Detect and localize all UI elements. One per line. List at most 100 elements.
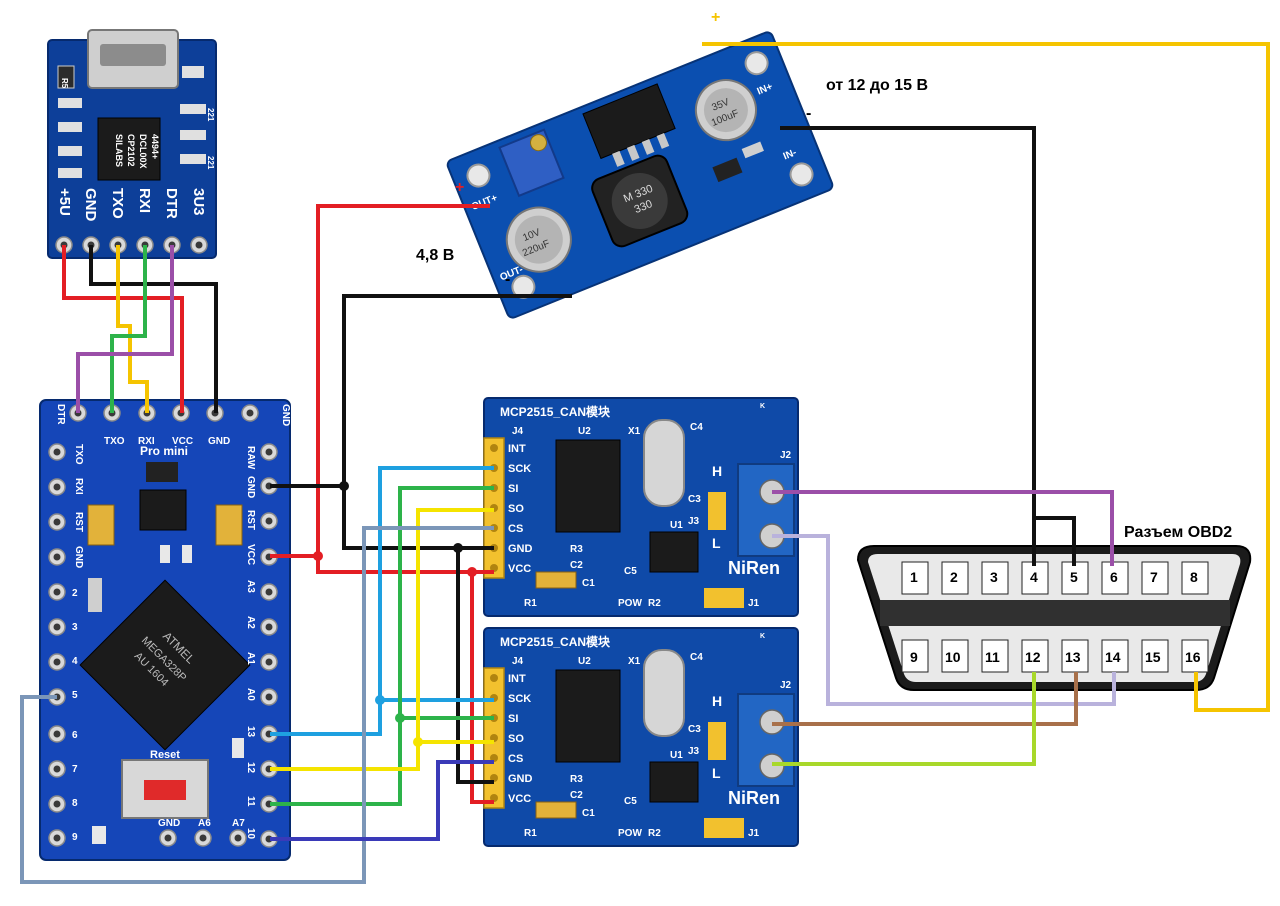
can1-k-label: K bbox=[760, 403, 765, 410]
can1-c4: C4 bbox=[690, 422, 703, 433]
obd-pin-4: 4 bbox=[1030, 569, 1038, 585]
can2-x1: X1 bbox=[628, 656, 641, 667]
obd-pin-10: 10 bbox=[945, 649, 961, 665]
can1-niren: NiRen bbox=[728, 558, 780, 578]
can2-r3: R3 bbox=[570, 774, 583, 785]
obd2-row1-pins bbox=[901, 561, 1209, 595]
right-pin-label-raw: RAW bbox=[245, 446, 256, 470]
can1-c1: C1 bbox=[582, 578, 595, 589]
reset-button[interactable] bbox=[121, 759, 209, 819]
chip-text-2: CP2102 bbox=[126, 134, 136, 167]
wire-usb-dtr bbox=[76, 245, 174, 413]
top-pin-label-gnd: GND bbox=[208, 436, 230, 447]
can2-pin-sck: SCK bbox=[508, 693, 531, 705]
wire-can2-low bbox=[772, 672, 1036, 766]
can1-c5: C5 bbox=[624, 566, 637, 577]
wires bbox=[20, 42, 1270, 884]
can1-c2: C2 bbox=[570, 560, 583, 571]
can2-niren: NiRen bbox=[728, 788, 780, 808]
right-pin-label-a1: A1 bbox=[245, 652, 256, 665]
obd-pin-16: 16 bbox=[1185, 649, 1201, 665]
can-module-1: MCP2515_CAN模块 K J4 INT SCK SI SO CS GND … bbox=[483, 397, 799, 617]
can2-crystal bbox=[643, 649, 685, 737]
can1-h: H bbox=[712, 463, 722, 479]
can1-j2: J2 bbox=[780, 450, 792, 461]
left-pin-label-8: 8 bbox=[72, 798, 78, 809]
left-pin-label-6: 6 bbox=[72, 730, 78, 741]
wire-can2-high bbox=[772, 672, 1078, 726]
bottom-label-gnd: GND bbox=[158, 818, 180, 829]
can2-j4: J4 bbox=[512, 656, 524, 667]
can1-pin-so: SO bbox=[508, 503, 524, 515]
obd-pin-15: 15 bbox=[1145, 649, 1161, 665]
wire-vcc-can2 bbox=[470, 572, 494, 804]
left-pin-label-txo: TXO bbox=[73, 444, 84, 465]
output-voltage-label: 4,8 В bbox=[416, 247, 454, 264]
wire-usb-rxi bbox=[110, 245, 147, 413]
can2-j3: J3 bbox=[688, 746, 700, 757]
wire-sck bbox=[270, 466, 494, 736]
can2-j2: J2 bbox=[780, 680, 792, 691]
wire-junctions bbox=[313, 481, 477, 747]
can-module-2: MCP2515_CAN模块 K J4 INT SCK SI SO CS GND … bbox=[483, 627, 799, 847]
can1-jumper-j1[interactable] bbox=[704, 588, 744, 608]
bottom-label-a7: A7 bbox=[232, 818, 245, 829]
can1-pin-vcc: VCC bbox=[508, 563, 531, 575]
obd-pin-6: 6 bbox=[1110, 569, 1118, 585]
can2-pin-vcc: VCC bbox=[508, 793, 531, 805]
right-pin-label-rst: RST bbox=[245, 510, 256, 530]
can1-j1: J1 bbox=[748, 598, 760, 609]
can2-r1: R1 bbox=[524, 828, 537, 839]
wire-can1-low bbox=[772, 534, 1116, 706]
chip-text-4: 4494+ bbox=[150, 134, 160, 159]
can1-pin-sck: SCK bbox=[508, 463, 531, 475]
right-pin-label-11: 11 bbox=[245, 796, 256, 807]
left-pin-label-5: 5 bbox=[72, 690, 78, 701]
chip-text-1: SILABS bbox=[114, 134, 124, 167]
top-pin-label-rxi: RXI bbox=[138, 436, 155, 447]
wire-usb-5v bbox=[62, 245, 184, 413]
left-pin-label-2: 2 bbox=[72, 588, 78, 599]
wire-12v-in bbox=[702, 42, 1270, 712]
pro-mini-label: Pro mini bbox=[140, 444, 188, 458]
obd-pin-12: 12 bbox=[1025, 649, 1041, 665]
potentiometer[interactable] bbox=[498, 128, 565, 198]
can2-pin-int: INT bbox=[508, 673, 526, 685]
usb-pin-label-txo: TXO bbox=[109, 188, 126, 219]
input-voltage-label: от 12 до 15 В bbox=[826, 77, 928, 94]
can2-j1: J1 bbox=[748, 828, 760, 839]
can1-c3: C3 bbox=[688, 494, 701, 505]
can2-jumper-j1[interactable] bbox=[704, 818, 744, 838]
wire-gnd-can2 bbox=[456, 548, 494, 784]
can1-r3: R3 bbox=[570, 544, 583, 555]
can2-pow: POW bbox=[618, 828, 642, 839]
top-pin-label-dtr: DTR bbox=[55, 404, 66, 425]
wire-gnd-pin5 bbox=[1034, 516, 1076, 566]
can1-pin-cs: CS bbox=[508, 523, 523, 535]
can1-jumper-j3[interactable] bbox=[708, 492, 726, 530]
obd-pin-11: 11 bbox=[985, 649, 1000, 665]
cp2102-chip bbox=[97, 117, 161, 181]
left-pin-label-4: 4 bbox=[72, 656, 78, 667]
can1-r1: R1 bbox=[524, 598, 537, 609]
obd-pin-14: 14 bbox=[1105, 649, 1121, 665]
can2-l: L bbox=[712, 765, 721, 781]
can2-pin-cs: CS bbox=[508, 753, 523, 765]
left-pin-label-gnd: GND bbox=[73, 546, 84, 568]
obd-pin-2: 2 bbox=[950, 569, 958, 585]
can1-pin-si: SI bbox=[508, 483, 518, 495]
right-pin-label-gnd: GND bbox=[245, 476, 256, 498]
usb-pin-label-dtr: DTR bbox=[163, 188, 180, 219]
output-plus-sign: + bbox=[455, 179, 464, 196]
can2-u2: U2 bbox=[578, 656, 591, 667]
obd-pin-5: 5 bbox=[1070, 569, 1078, 585]
wire-can1-high bbox=[772, 490, 1114, 566]
res-221-label-2: 221 bbox=[206, 156, 215, 170]
can1-u2: U2 bbox=[578, 426, 591, 437]
can2-jumper-j3[interactable] bbox=[708, 722, 726, 760]
buck-ic bbox=[582, 83, 676, 160]
can1-title: MCP2515_CAN模块 bbox=[500, 404, 611, 419]
output-capacitor: 10V 220uF bbox=[505, 206, 572, 273]
left-pin-label-7: 7 bbox=[72, 764, 78, 775]
right-pin-label-13: 13 bbox=[245, 726, 256, 738]
